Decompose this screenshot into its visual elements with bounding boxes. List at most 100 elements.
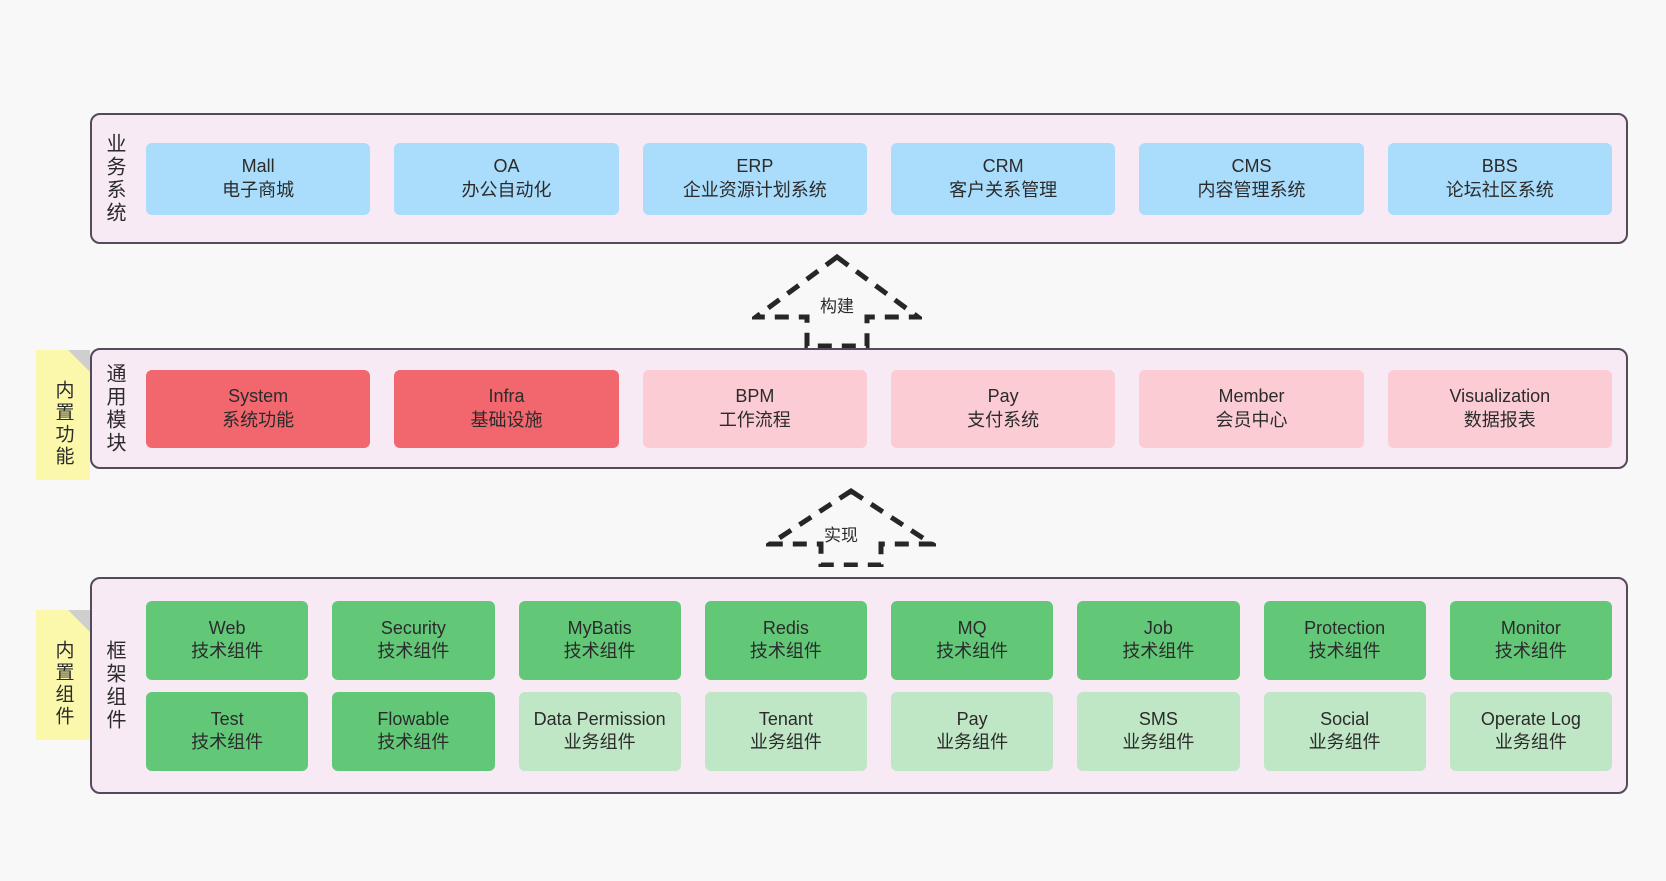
card-name: Visualization — [1449, 386, 1551, 407]
card-name: Test — [210, 708, 244, 729]
module-card-crm[interactable]: CRM 客户关系管理 — [890, 142, 1116, 215]
card-name: Data Permission — [533, 708, 666, 729]
card-desc: 技术组件 — [1308, 641, 1381, 661]
card-desc: 业务组件 — [936, 732, 1009, 752]
card-name: Protection — [1304, 617, 1386, 638]
module-card-bbs[interactable]: BBS 论坛社区系统 — [1387, 142, 1612, 215]
card-name: Web — [208, 617, 246, 638]
card-desc: 技术组件 — [191, 641, 264, 661]
module-card-mall[interactable]: Mall 电子商城 — [146, 142, 371, 215]
module-card-tenant[interactable]: Tenant 业务组件 — [704, 691, 867, 771]
card-name: BPM — [735, 386, 775, 407]
card-desc: 技术组件 — [377, 732, 450, 752]
card-desc: 工作流程 — [718, 409, 791, 430]
card-name: SMS — [1138, 708, 1178, 729]
card-name: CMS — [1231, 156, 1272, 177]
connector-implement-label: 实现 — [822, 521, 860, 546]
card-name: Security — [380, 617, 446, 638]
card-desc: 技术组件 — [563, 641, 636, 661]
layer-items-common: System 系统功能 Infra 基础设施 BPM 工作流程 Pay 支付系统… — [132, 350, 1626, 467]
card-desc: 业务组件 — [1308, 732, 1381, 752]
layer-title-common: 通用模块 — [103, 362, 125, 455]
card-name: System — [228, 386, 289, 407]
note-builtin-components: 内置组件 — [36, 610, 90, 740]
card-name: Pay — [987, 386, 1019, 407]
note-builtin-features: 内置功能 — [36, 350, 90, 480]
card-name: Infra — [488, 386, 525, 407]
module-card-pay-business[interactable]: Pay 业务组件 — [891, 691, 1054, 771]
card-name: Tenant — [758, 708, 813, 729]
module-card-member[interactable]: Member 会员中心 — [1139, 369, 1364, 448]
module-card-protection[interactable]: Protection 技术组件 — [1263, 600, 1426, 680]
module-card-sms[interactable]: SMS 业务组件 — [1077, 691, 1240, 771]
card-desc: 技术组件 — [377, 641, 450, 661]
layer-common-module: 通用模块 System 系统功能 Infra 基础设施 BPM 工作流程 Pay… — [90, 348, 1628, 469]
card-desc: 客户关系管理 — [949, 179, 1058, 200]
module-card-visualization[interactable]: Visualization 数据报表 — [1387, 369, 1612, 448]
card-name: Pay — [956, 708, 988, 729]
layer-items-business: Mall 电子商城 OA 办公自动化 ERP 企业资源计划系统 CRM 客户关系… — [132, 115, 1626, 242]
card-desc: 电子商城 — [222, 179, 295, 200]
card-name: MyBatis — [567, 617, 632, 638]
card-desc: 业务组件 — [1122, 732, 1195, 752]
layer-title-business: 业务系统 — [103, 132, 125, 225]
card-desc: 论坛社区系统 — [1445, 179, 1554, 200]
card-desc: 会员中心 — [1215, 409, 1288, 430]
card-desc: 系统功能 — [222, 409, 295, 430]
card-name: Job — [1143, 617, 1173, 638]
card-row: Mall 电子商城 OA 办公自动化 ERP 企业资源计划系统 CRM 客户关系… — [146, 142, 1612, 215]
module-card-security[interactable]: Security 技术组件 — [332, 600, 495, 680]
card-desc: 企业资源计划系统 — [682, 179, 827, 200]
module-card-infra[interactable]: Infra 基础设施 — [394, 369, 619, 448]
module-card-operate-log[interactable]: Operate Log 业务组件 — [1449, 691, 1612, 771]
card-desc: 业务组件 — [1494, 732, 1567, 752]
card-name: ERP — [736, 156, 774, 177]
card-name: Flowable — [377, 708, 450, 729]
card-desc: 办公自动化 — [461, 179, 552, 200]
module-card-mq[interactable]: MQ 技术组件 — [891, 600, 1054, 680]
module-card-mybatis[interactable]: MyBatis 技术组件 — [518, 600, 681, 680]
module-card-erp[interactable]: ERP 企业资源计划系统 — [642, 142, 867, 215]
note-label: 内置组件 — [52, 640, 74, 728]
card-desc: 技术组件 — [749, 641, 822, 661]
module-card-test[interactable]: Test 技术组件 — [146, 691, 309, 771]
card-row: System 系统功能 Infra 基础设施 BPM 工作流程 Pay 支付系统… — [146, 369, 1612, 448]
note-fold-corner-icon — [68, 350, 90, 372]
card-name: OA — [493, 156, 520, 177]
module-card-job[interactable]: Job 技术组件 — [1077, 600, 1240, 680]
card-desc: 基础设施 — [470, 409, 543, 430]
module-card-web[interactable]: Web 技术组件 — [146, 600, 309, 680]
module-card-monitor[interactable]: Monitor 技术组件 — [1449, 600, 1612, 680]
connector-build-label: 构建 — [818, 292, 856, 317]
card-desc: 支付系统 — [967, 409, 1040, 430]
connector-implement-arrow — [766, 488, 936, 567]
card-row-technical: Web 技术组件 Security 技术组件 MyBatis 技术组件 Redi… — [146, 600, 1612, 680]
card-name: Operate Log — [1480, 708, 1581, 729]
module-card-redis[interactable]: Redis 技术组件 — [704, 600, 867, 680]
card-name: Redis — [762, 617, 809, 638]
module-card-data-permission[interactable]: Data Permission 业务组件 — [518, 691, 681, 771]
card-name: Member — [1218, 386, 1285, 407]
module-card-bpm[interactable]: BPM 工作流程 — [642, 369, 867, 448]
note-label: 内置功能 — [52, 380, 74, 468]
layer-framework-component: 框架组件 Web 技术组件 Security 技术组件 MyBatis 技术组件… — [90, 577, 1628, 794]
card-desc: 数据报表 — [1463, 409, 1536, 430]
module-card-system[interactable]: System 系统功能 — [146, 369, 371, 448]
card-desc: 技术组件 — [936, 641, 1009, 661]
card-name: CRM — [982, 156, 1024, 177]
card-desc: 技术组件 — [1122, 641, 1195, 661]
module-card-oa[interactable]: OA 办公自动化 — [394, 142, 619, 215]
module-card-pay[interactable]: Pay 支付系统 — [890, 369, 1116, 448]
layer-business-system: 业务系统 Mall 电子商城 OA 办公自动化 ERP 企业资源计划系统 CRM… — [90, 113, 1628, 244]
note-fold-corner-icon — [68, 610, 90, 632]
card-name: BBS — [1481, 156, 1518, 177]
layer-title-framework: 框架组件 — [103, 639, 125, 732]
card-desc: 内容管理系统 — [1197, 179, 1306, 200]
card-name: MQ — [957, 617, 987, 638]
card-name: Social — [1320, 708, 1370, 729]
module-card-cms[interactable]: CMS 内容管理系统 — [1139, 142, 1364, 215]
card-name: Monitor — [1500, 617, 1561, 638]
module-card-social[interactable]: Social 业务组件 — [1263, 691, 1426, 771]
module-card-flowable[interactable]: Flowable 技术组件 — [332, 691, 495, 771]
